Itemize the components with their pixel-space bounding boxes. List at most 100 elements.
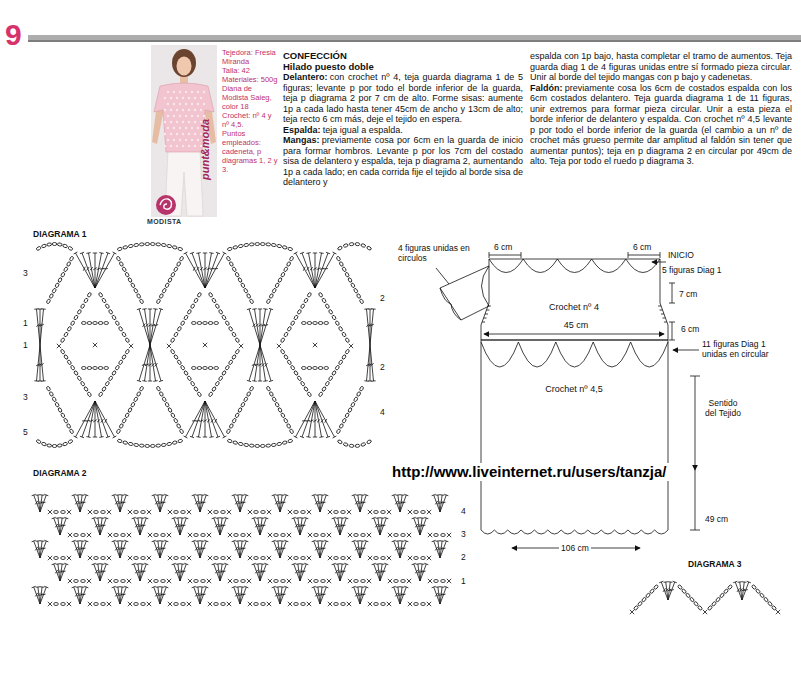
chain-stitch: [229, 261, 234, 266]
single-crochet: [268, 579, 272, 583]
single-crochet: [228, 579, 232, 583]
double-crochet: [120, 586, 128, 604]
bodice-piece: Crochet nº 445 cm: [476, 254, 672, 342]
chain-stitch: [46, 299, 51, 304]
chain-stitch: [361, 580, 366, 583]
chain-stitch: [232, 354, 237, 359]
single-crochet: [387, 556, 391, 560]
single-crochet: [288, 602, 292, 606]
double-crochet: [80, 401, 95, 438]
chain-stitch: [366, 246, 371, 251]
chain-stitch: [289, 429, 294, 434]
chain-stitch: [125, 272, 130, 277]
piece-label: Crochet nº 4: [549, 302, 599, 313]
single-crochet: [147, 510, 151, 514]
chain-stitch: [342, 267, 347, 272]
chain-stitch: [67, 360, 72, 365]
lace-hole: [173, 115, 175, 117]
chain-stitch: [115, 365, 120, 370]
dimension-label: 6 cm: [681, 324, 699, 334]
chain-stitch: [335, 320, 340, 325]
chain-stitch: [60, 349, 65, 354]
watermark: http://www.liveinternet.ru/users/tanzja/: [390, 463, 669, 481]
double-crochet: [190, 252, 205, 288]
double-crochet: [40, 586, 48, 604]
single-crochet: [327, 579, 331, 583]
lace-hole: [197, 91, 199, 93]
chain-stitch: [272, 288, 277, 293]
double-crochet: [200, 540, 208, 558]
chain-stitch: [280, 413, 285, 418]
chain-stitch: [55, 402, 60, 407]
chain-stitch: [374, 557, 379, 560]
chain-stitch: [282, 245, 287, 249]
chain-stitch: [170, 337, 175, 342]
single-crochet: [288, 510, 292, 514]
double-crochet: [80, 252, 95, 288]
chain-stitch: [414, 603, 419, 606]
chain-stitch: [277, 442, 282, 446]
single-crochet: [248, 510, 252, 514]
double-crochet: [172, 517, 180, 535]
chain-stitch: [350, 402, 355, 407]
paragraph: Delantero:con crochet nº 4, teja guarda …: [283, 72, 523, 125]
lace-hole: [182, 109, 184, 111]
double-crochet: [280, 494, 288, 512]
chain-stitch: [215, 381, 220, 386]
chain-stitch: [653, 584, 658, 589]
row-number: 1: [23, 340, 28, 350]
single-crochet: [147, 602, 151, 606]
chain-stitch: [356, 391, 361, 396]
row-number: 3: [461, 529, 466, 539]
single-crochet: [68, 533, 72, 537]
chain-stitch: [394, 534, 399, 537]
chain-stitch: [87, 367, 92, 370]
chain-stitch: [197, 322, 202, 325]
single-crochet: [107, 510, 111, 514]
double-crochet: [280, 540, 288, 558]
chain-stitch: [197, 367, 202, 370]
chain-stitch: [172, 245, 177, 249]
chain-stitch: [173, 418, 178, 423]
chain-stitch: [225, 365, 230, 370]
chain-stitch: [345, 349, 350, 354]
double-crochet: [120, 494, 128, 512]
chain-stitch: [249, 299, 254, 304]
single-crochet: [168, 510, 172, 514]
chart-title: DIAGRAMA 1: [33, 229, 87, 239]
chain-stitch: [294, 511, 299, 514]
chain-stitch: [121, 580, 126, 583]
lace-hole: [173, 103, 175, 105]
chain-stitch: [246, 293, 251, 298]
chain-stitch: [93, 322, 98, 325]
lace-hole: [191, 139, 193, 141]
chain-stitch: [77, 309, 82, 314]
chain-stitch: [280, 349, 285, 354]
annotation: 4 figuras unidas en circulos: [398, 243, 470, 263]
single-crochet: [387, 510, 391, 514]
chain-stitch: [434, 534, 439, 537]
chain-stitch: [60, 272, 65, 277]
chain-stitch: [434, 580, 439, 583]
chain-stitch: [321, 580, 326, 583]
chain-stitch: [174, 511, 179, 514]
double-crochet: [212, 517, 220, 535]
double-crochet: [312, 586, 320, 604]
double-crochet: [260, 309, 268, 345]
chain-stitch: [108, 376, 113, 381]
chain-stitch: [328, 309, 333, 314]
double-crochet: [150, 308, 163, 345]
lace-hole: [197, 139, 199, 141]
sleeve-scallops: [440, 266, 489, 320]
magazine-logo: punt&moda: [199, 119, 211, 180]
double-crochet: [668, 581, 677, 600]
chain-stitch: [221, 603, 226, 606]
single-crochet: [48, 510, 52, 514]
chain-stitch: [63, 418, 68, 423]
lace-hole: [188, 97, 190, 99]
chain-stitch: [353, 397, 358, 402]
chain-stitch: [114, 534, 119, 537]
chain-stitch: [414, 557, 419, 560]
sleeve-piece: [440, 266, 489, 320]
single-crochet: [167, 579, 171, 583]
